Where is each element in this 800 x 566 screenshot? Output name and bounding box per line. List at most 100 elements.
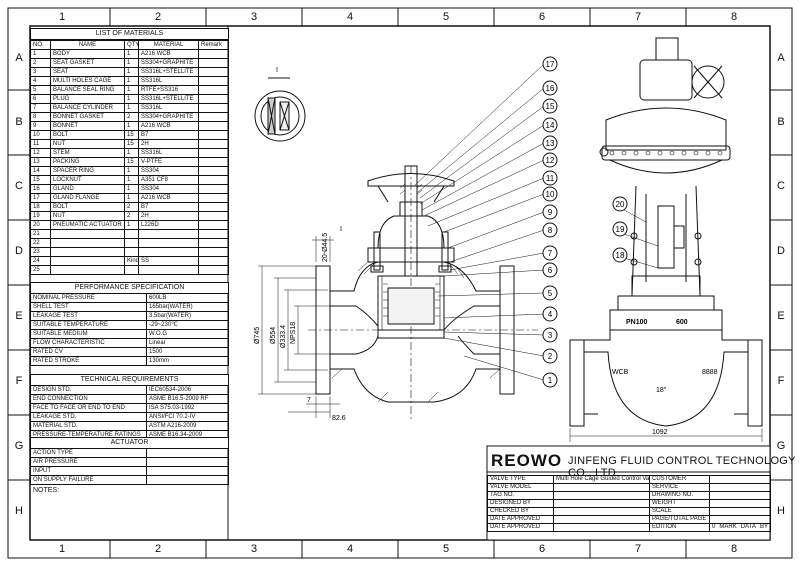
bom-row: 25 (30, 265, 229, 275)
balloon-number: 18 (616, 251, 625, 260)
tb-label: VALVE TYPE (487, 475, 554, 484)
part-balloon: 16 (542, 80, 558, 96)
grid-col-7-bottom: 7 (634, 543, 642, 555)
grid-row-h: H (15, 505, 23, 517)
balloon-circle (542, 170, 558, 186)
balloon-circle (612, 221, 628, 237)
dim-1092: 1092 (652, 429, 668, 436)
body-mark-heat: 8888 (702, 369, 718, 376)
balloon-number: 5 (548, 289, 553, 298)
part-balloon: 14 (542, 117, 558, 133)
balloon-number: 11 (546, 174, 555, 183)
grid-row-e-right: E (777, 310, 785, 322)
balloon-circle (542, 117, 558, 133)
part-balloon: 10 (542, 186, 558, 202)
side-part-balloon: 20 (612, 196, 628, 212)
balloon-number: 16 (546, 84, 555, 93)
performance-value: 130mm (146, 356, 229, 366)
tb-value-2 (709, 491, 771, 500)
grid-row-c-right: C (777, 180, 785, 192)
grid-row-g-right: G (776, 440, 786, 452)
balloon-circle (612, 196, 628, 212)
tb-value-2 (709, 475, 771, 484)
balloon-circle (542, 306, 558, 322)
tb-label-2: SERVICE (649, 483, 710, 492)
grid-col-3-bottom: 3 (250, 543, 258, 555)
part-balloon: 8 (542, 222, 558, 238)
tb-value (553, 491, 650, 500)
tb-value-2 (709, 515, 771, 524)
balloon-number: 10 (546, 190, 555, 199)
tb-label: DATE APPROVED (487, 515, 554, 524)
balloon-circle (542, 186, 558, 202)
grid-row-d: D (15, 245, 23, 257)
balloon-circle (542, 285, 558, 301)
balloon-number: 17 (546, 60, 555, 69)
grid-row-b: B (15, 116, 23, 128)
grid-row-b-right: B (777, 116, 785, 128)
grid-col-4: 4 (346, 11, 354, 23)
balloon-circle (542, 348, 558, 364)
grid-row-a: A (15, 52, 23, 64)
balloon-number: 2 (548, 352, 553, 361)
actuator-value (146, 475, 229, 485)
actuator-row: ON SUPPLY FAILURE (30, 475, 229, 485)
grid-col-1: 1 (58, 11, 66, 23)
balloon-number: 20 (616, 200, 625, 209)
part-balloon: 15 (542, 98, 558, 114)
valve-section-view (258, 63, 545, 421)
dim-diameter-554: Ø554 (270, 327, 277, 344)
part-balloon: 12 (542, 152, 558, 168)
company-logo: REOWO (491, 451, 563, 470)
grid-col-6: 6 (538, 11, 546, 23)
balloon-circle (542, 372, 558, 388)
grid-col-8-bottom: 8 (730, 543, 738, 555)
tb-label-2: PAGE/TOTAL PAGE (649, 515, 710, 524)
grid-row-h-right: H (777, 505, 785, 517)
dim-nps18: NPS18 (290, 322, 297, 344)
grid-row-g: G (14, 440, 24, 452)
balloon-circle (542, 327, 558, 343)
grid-col-8: 8 (730, 11, 738, 23)
section-mark: I (340, 226, 342, 233)
revision-header-mark: MARK (719, 524, 737, 531)
grid-col-5: 5 (442, 11, 450, 23)
balloon-circle (542, 135, 558, 151)
tb-label-2: DRAWING NO. (649, 491, 710, 500)
balloon-number: 19 (616, 225, 625, 234)
tb-label: DATE APPROVED (487, 523, 554, 532)
grid-row-e: E (15, 310, 23, 322)
bom-title: LIST OF MATERIALS (30, 28, 229, 40)
balloon-number: 6 (548, 266, 553, 275)
tb-value-2 (709, 507, 771, 516)
side-part-balloons: 20 19 18 (612, 196, 628, 263)
balloon-number: 7 (548, 249, 553, 258)
grid-row-f: F (15, 375, 23, 387)
revision-header-data: DATA (740, 524, 756, 531)
balloon-number: 14 (546, 121, 555, 130)
body-mark-wcb: WCB (612, 369, 629, 376)
part-balloon: 13 (542, 135, 558, 151)
notes-label: NOTES: (33, 487, 60, 494)
tb-value (553, 523, 650, 532)
bom-cell-remark (198, 265, 229, 275)
dim-7: 7 (307, 397, 311, 404)
body-mark-class: 600 (676, 319, 688, 326)
balloon-number: 15 (546, 102, 555, 111)
edition-value: 0 (712, 524, 716, 531)
part-balloon: 5 (542, 285, 558, 301)
